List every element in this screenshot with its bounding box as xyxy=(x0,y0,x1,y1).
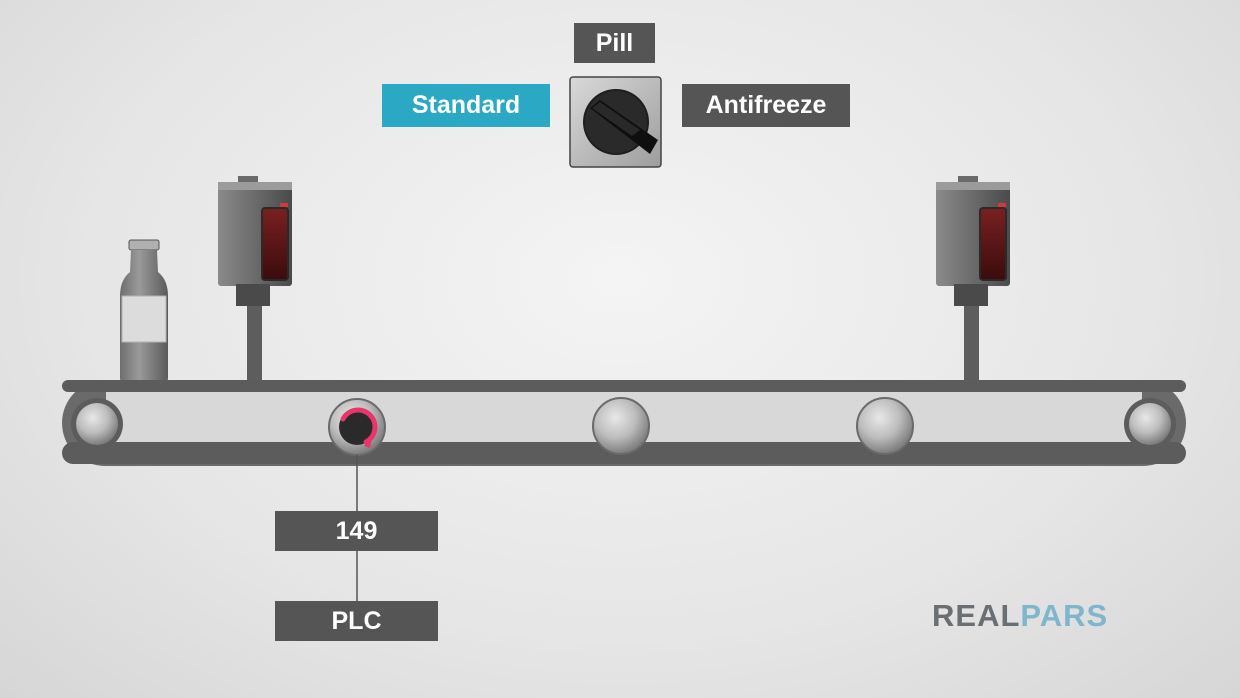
sensor-post xyxy=(964,302,979,382)
selector-label-antifreeze-text: Antifreeze xyxy=(705,91,827,119)
selector-label-pill[interactable]: Pill xyxy=(574,23,655,63)
roller-icon xyxy=(71,398,123,450)
photoelectric-sensor-icon xyxy=(218,176,292,306)
logo-part-pars: PARS xyxy=(1020,598,1109,633)
selector-label-pill-text: Pill xyxy=(595,28,634,57)
selector-label-antifreeze[interactable]: Antifreeze xyxy=(682,84,850,127)
selector-label-standard-text: Standard xyxy=(411,91,521,119)
plc-box: PLC xyxy=(275,601,438,641)
encoder-count-value: 149 xyxy=(335,516,378,545)
roller-icon xyxy=(856,397,914,455)
photoelectric-sensor-icon xyxy=(936,176,1010,306)
sensor-post xyxy=(247,302,262,382)
bottle-icon xyxy=(120,239,168,382)
plc-label: PLC xyxy=(331,606,382,635)
roller-icon xyxy=(592,397,650,455)
encoder-count-display: 149 xyxy=(275,511,438,551)
roller-icon xyxy=(1124,398,1176,450)
rotary-selector-switch-icon[interactable] xyxy=(569,76,662,168)
rotary-encoder-icon xyxy=(328,398,386,456)
logo-part-real: REAL xyxy=(932,598,1021,633)
selector-label-standard[interactable]: Standard xyxy=(382,84,550,127)
realpars-logo: REALPARS xyxy=(932,598,1108,634)
